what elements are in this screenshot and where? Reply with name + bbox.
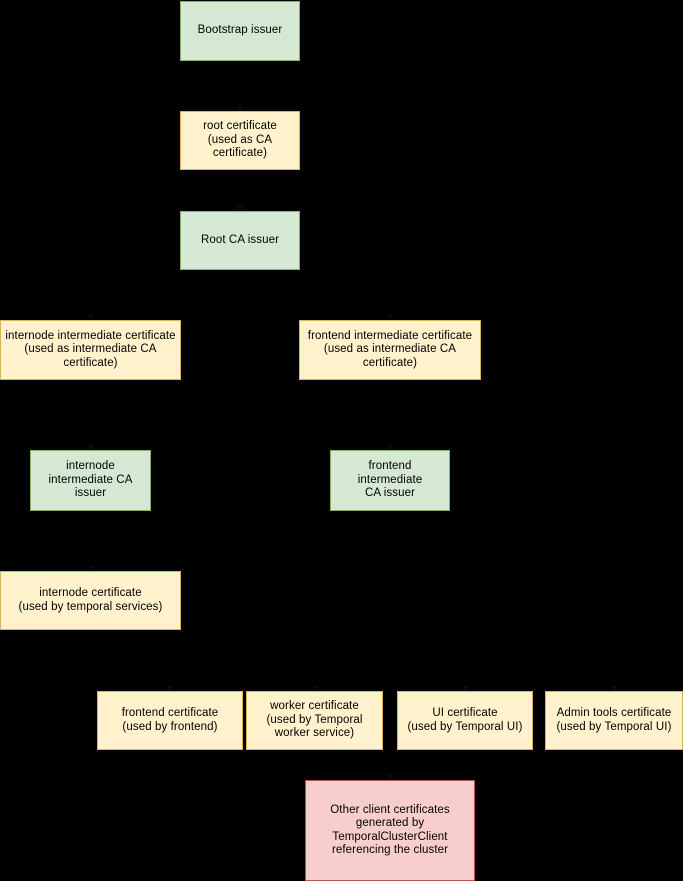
- edge-root-certificate-to-root-ca-issuer: [240, 170, 241, 207]
- edge-root-ca-issuer-to-internode-intermediate-certificate: [240, 270, 241, 295]
- node-internode-intermediate-certificate[interactable]: internode intermediate certificate (used…: [0, 320, 181, 380]
- edge-frontend-intermediate-ca-issuer-to-admin-tools-certificate: [614, 601, 615, 687]
- node-label: root certificate (used as CA certificate…: [203, 120, 277, 160]
- edge-frontend-intermediate-ca-issuer-to-admin-tools-certificate: [390, 601, 614, 602]
- node-frontend-intermediate-certificate[interactable]: frontend intermediate certificate (used …: [299, 320, 481, 380]
- node-label: frontend intermediate CA issuer: [357, 460, 423, 500]
- node-label: worker certificate (used by Temporal wor…: [266, 700, 363, 740]
- edge-frontend-intermediate-ca-issuer-to-frontend-certificate: [170, 601, 390, 602]
- edge-frontend-intermediate-ca-issuer-to-worker-certificate: [315, 601, 391, 602]
- node-bootstrap-issuer[interactable]: Bootstrap issuer: [180, 1, 300, 61]
- edge-frontend-intermediate-ca-issuer-to-frontend-certificate: [390, 511, 391, 601]
- edge-frontend-intermediate-certificate-to-frontend-intermediate-ca-issuer: [390, 380, 391, 446]
- edge-frontend-intermediate-ca-issuer-to-worker-certificate: [390, 511, 391, 601]
- node-label: frontend certificate (used by frontend): [121, 707, 219, 733]
- edge-frontend-intermediate-ca-issuer-to-ui-certificate: [390, 511, 391, 601]
- edge-root-ca-issuer-to-internode-intermediate-certificate: [91, 295, 92, 316]
- edge-frontend-intermediate-ca-issuer-to-other-client-certificates: [390, 511, 391, 776]
- edge-frontend-intermediate-ca-issuer-to-ui-certificate: [390, 601, 465, 602]
- edge-internode-intermediate-ca-issuer-to-internode-certificate: [91, 511, 92, 567]
- node-other-client-certificates[interactable]: Other client certificates generated by T…: [305, 780, 475, 881]
- node-root-certificate[interactable]: root certificate (used as CA certificate…: [180, 111, 300, 170]
- edge-root-ca-issuer-to-internode-intermediate-certificate: [91, 295, 241, 296]
- node-frontend-certificate[interactable]: frontend certificate (used by frontend): [97, 691, 243, 750]
- edge-bootstrap-issuer-to-root-certificate: [240, 61, 241, 107]
- node-label: Other client certificates generated by T…: [330, 803, 450, 857]
- node-frontend-intermediate-ca-issuer[interactable]: frontend intermediate CA issuer: [330, 450, 450, 511]
- node-label: UI certificate (used by Temporal UI): [407, 707, 523, 733]
- node-label: internode certificate (used by temporal …: [18, 587, 163, 613]
- node-internode-intermediate-ca-issuer[interactable]: internode intermediate CA issuer: [30, 450, 151, 511]
- node-internode-certificate[interactable]: internode certificate (used by temporal …: [0, 571, 181, 630]
- node-ui-certificate[interactable]: UI certificate (used by Temporal UI): [397, 691, 533, 750]
- edge-frontend-intermediate-ca-issuer-to-admin-tools-certificate: [390, 511, 391, 601]
- node-worker-certificate[interactable]: worker certificate (used by Temporal wor…: [246, 691, 383, 750]
- node-label: internode intermediate certificate (used…: [5, 329, 176, 369]
- edge-frontend-intermediate-ca-issuer-to-worker-certificate: [315, 601, 316, 687]
- node-label: frontend intermediate certificate (used …: [307, 329, 473, 369]
- node-label: internode intermediate CA issuer: [48, 460, 133, 500]
- edge-root-ca-issuer-to-frontend-intermediate-certificate: [390, 295, 391, 316]
- node-root-ca-issuer[interactable]: Root CA issuer: [180, 211, 300, 270]
- edge-root-ca-issuer-to-frontend-intermediate-certificate: [240, 270, 241, 295]
- node-admin-tools-certificate[interactable]: Admin tools certificate (used by Tempora…: [545, 691, 683, 750]
- node-label: Admin tools certificate (used by Tempora…: [556, 707, 672, 733]
- node-label: Root CA issuer: [200, 233, 280, 246]
- edge-root-ca-issuer-to-frontend-intermediate-certificate: [240, 295, 390, 296]
- node-label: Bootstrap issuer: [197, 24, 283, 37]
- edge-frontend-intermediate-ca-issuer-to-ui-certificate: [465, 601, 466, 687]
- edge-internode-intermediate-certificate-to-internode-intermediate-ca-issuer: [91, 380, 92, 446]
